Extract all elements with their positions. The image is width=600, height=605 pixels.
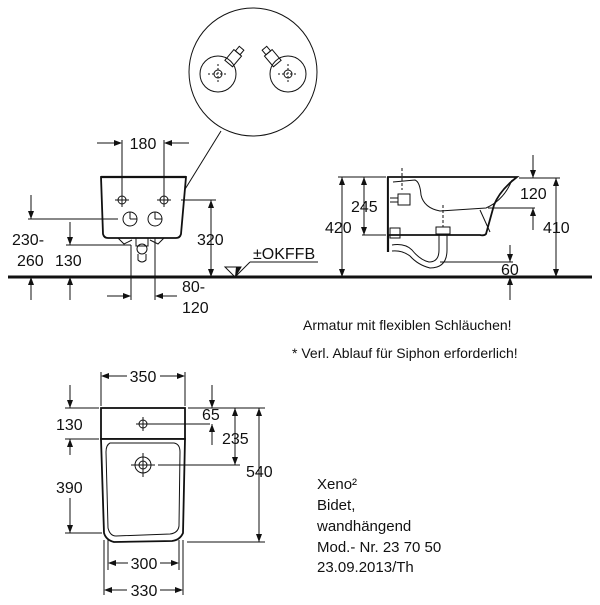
dim-tap-hole-offset: 65: [202, 407, 220, 424]
product-type: Bidet,: [317, 497, 355, 514]
detail-circle: [188, 7, 318, 137]
tap-hole-icon: [115, 193, 129, 207]
left-valve-icon: [199, 45, 245, 93]
fitting-box-icon: [397, 193, 411, 206]
connection-detail-view: [165, 7, 318, 221]
product-mounting: wandhängend: [316, 518, 411, 535]
note-fitting: Armatur mit flexiblen Schläuchen!: [303, 317, 512, 333]
dim-supply-height-top: 230-: [12, 232, 44, 249]
supply-hole-icon: [147, 211, 163, 227]
dim-drain-width-top: 80-: [182, 279, 205, 296]
dim-rear-depth: 130: [56, 417, 83, 434]
bidet-front-body: [100, 176, 187, 239]
tap-hole-top-icon: [136, 417, 150, 431]
tap-hole-icon: [157, 193, 171, 207]
top-view: 350 130 390 65 235 540: [56, 369, 273, 600]
dim-bowl-depth: 390: [56, 480, 83, 497]
dim-front-width: 330: [131, 583, 158, 600]
dim-rim-height: 410: [543, 220, 570, 237]
bowl-outline: [105, 442, 181, 537]
drain-trap-icon: [135, 237, 149, 263]
dim-supply-height-bottom: 260: [17, 253, 44, 270]
dim-drain-offset: 235: [222, 431, 249, 448]
note-drain: * Verl. Ablauf für Siphon erforderlich!: [292, 345, 518, 361]
dim-drain-width-bottom: 120: [182, 300, 209, 317]
dim-drain-height: 130: [55, 253, 82, 270]
dim-tap-spacing: 180: [130, 136, 157, 153]
floor-reference-label: ±OKFFB: [253, 246, 315, 263]
dim-inner-width: 300: [131, 556, 158, 573]
dim-fixing-height: 320: [197, 232, 224, 249]
supply-hole-icon: [122, 211, 138, 227]
floor-reference-icon: [223, 261, 318, 278]
dim-rim-depth: 120: [520, 186, 547, 203]
front-view: 180 230- 260 130 320 80- 120: [12, 136, 318, 317]
drain-top-icon: [131, 453, 155, 477]
product-date-author: 23.09.2013/Th: [317, 559, 414, 576]
product-info: Xeno² Bidet, wandhängend Mod.- Nr. 23 70…: [316, 476, 441, 576]
bidet-side-body: [387, 176, 520, 237]
product-series: Xeno²: [317, 476, 357, 493]
side-view: 420 245 120 410 60: [325, 155, 570, 300]
dim-side-fixing-height: 245: [351, 199, 378, 216]
product-model-number: Mod.- Nr. 23 70 50: [317, 539, 441, 556]
dim-total-height: 420: [325, 220, 352, 237]
dim-total-depth: 540: [246, 464, 273, 481]
dim-siphon-clearance: 60: [501, 262, 519, 279]
dim-width: 350: [130, 369, 157, 386]
right-valve-icon: [261, 45, 307, 93]
